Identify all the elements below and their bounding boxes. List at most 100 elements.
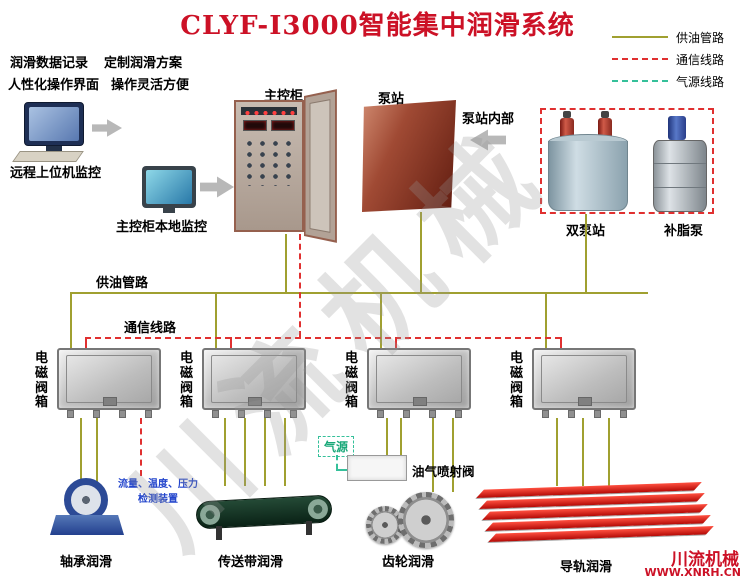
- oil-supply-line: [285, 234, 287, 292]
- conveyor-leg: [306, 521, 312, 535]
- legend-label-comm: 通信线路: [676, 51, 724, 68]
- rail-lube-label: 导轨润滑: [560, 556, 612, 575]
- air-line: [336, 469, 347, 471]
- comm-line: [85, 337, 87, 348]
- main-cabinet-icon: [234, 100, 304, 232]
- oil-supply-line: [400, 418, 402, 455]
- legend-row-air: 气源线路: [612, 70, 724, 92]
- cabinet-display: [243, 120, 267, 131]
- local-monitor-icon: [142, 166, 196, 208]
- feature-friendly-ui: 人性化操作界面: [8, 74, 99, 93]
- local-monitor-stand: [163, 208, 175, 213]
- oil-supply-line: [585, 214, 587, 292]
- feature-row-2: 人性化操作界面 操作灵活方便: [8, 74, 189, 93]
- arrow-right-icon: [92, 118, 122, 138]
- local-monitor-label: 主控柜本地监控: [116, 216, 207, 235]
- feature-data-record: 润滑数据记录: [10, 52, 88, 71]
- solenoid-valve-box: [532, 348, 636, 410]
- comm-line: [230, 337, 232, 348]
- comm-main-line: [85, 337, 561, 339]
- valve-box-label: 电磁阀箱: [179, 352, 194, 411]
- oil-supply-line: [582, 418, 584, 486]
- detect-device-line1: 流量、温度、压力: [118, 477, 198, 492]
- air-source-label: 气源: [318, 436, 354, 457]
- legend-label-air: 气源线路: [676, 73, 724, 90]
- oil-supply-line: [284, 418, 286, 486]
- grease-pump-label: 补脂泵: [664, 220, 703, 239]
- cabinet-display: [271, 120, 295, 131]
- remote-computer-icon: [24, 102, 84, 146]
- grease-pump-barrel-icon: [653, 140, 707, 212]
- oil-supply-line: [80, 418, 82, 482]
- solenoid-valve-box: [367, 348, 471, 410]
- detect-device-line2: 检测装置: [118, 492, 198, 507]
- cabinet-door-window: [310, 99, 331, 233]
- cabinet-indicator-strip: [241, 107, 297, 115]
- pump-motor-cap: [563, 111, 571, 118]
- bearing-lube-label: 轴承润滑: [60, 551, 112, 570]
- oil-supply-line: [432, 418, 434, 492]
- pump-station-interior-label: 泵站内部: [462, 108, 514, 127]
- air-line: [336, 455, 338, 469]
- oil-supply-line: [545, 292, 547, 348]
- solenoid-valve-box: [57, 348, 161, 410]
- grease-pump-motor-icon: [668, 116, 686, 140]
- legend-row-comm: 通信线路: [612, 48, 724, 70]
- conveyor-leg: [216, 526, 222, 540]
- valve-box-feet: [57, 410, 161, 418]
- pump-station-icon: [362, 100, 456, 212]
- legend-label-oil: 供油管路: [676, 29, 724, 46]
- oil-supply-line: [452, 418, 454, 492]
- arrow-right-icon: [200, 175, 234, 199]
- oil-line-sample-icon: [612, 36, 668, 38]
- solenoid-valve-box: [202, 348, 306, 410]
- valve-box-label: 电磁阀箱: [34, 352, 49, 411]
- arrow-left-icon: [470, 128, 506, 152]
- feature-row-1: 润滑数据记录 定制润滑方案: [10, 52, 182, 71]
- comm-line-sample-icon: [612, 58, 668, 60]
- valve-box-feet: [532, 410, 636, 418]
- cabinet-button-grid: [243, 138, 295, 186]
- oil-supply-line: [264, 418, 266, 486]
- oil-supply-line: [608, 418, 610, 486]
- oil-supply-line: [380, 292, 382, 348]
- comm-line: [560, 337, 562, 348]
- dual-pump-tank-icon: [548, 141, 628, 211]
- oil-air-injection-valve-icon: [347, 455, 407, 481]
- gear-icon: [398, 492, 454, 548]
- legend: 供油管路 通信线路 气源线路: [612, 26, 724, 92]
- comm-line: [395, 337, 397, 348]
- feature-flexible-op: 操作灵活方便: [111, 74, 189, 93]
- oil-supply-line: [244, 418, 246, 486]
- comm-line: [299, 234, 301, 337]
- air-line-sample-icon: [612, 80, 668, 82]
- remote-computer-keyboard: [12, 151, 84, 162]
- oil-supply-line: [215, 292, 217, 348]
- belt-lube-label: 传送带润滑: [218, 551, 283, 570]
- oil-supply-line: [70, 292, 72, 348]
- detect-device-label: 流量、温度、压力 检测装置: [118, 477, 198, 507]
- legend-row-oil: 供油管路: [612, 26, 724, 48]
- pump-motor-cap: [601, 111, 609, 118]
- oil-supply-line: [556, 418, 558, 486]
- oil-supply-line: [420, 212, 422, 292]
- valve-box-feet: [202, 410, 306, 418]
- cabinet-open-door: [304, 89, 337, 243]
- injection-valve-label: 油气喷射阀: [412, 461, 475, 480]
- oil-supply-main-line: [70, 292, 648, 294]
- comm-line-label: 通信线路: [124, 317, 176, 336]
- remote-monitor-label: 远程上位机监控: [10, 162, 101, 181]
- remote-computer-screen: [29, 107, 79, 141]
- comm-line: [140, 418, 142, 476]
- gear-lube-label: 齿轮润滑: [382, 551, 434, 570]
- oil-supply-line: [224, 418, 226, 486]
- oil-pipeline-label: 供油管路: [96, 272, 148, 291]
- valve-box-label: 电磁阀箱: [344, 352, 359, 411]
- local-monitor-screen: [146, 170, 192, 204]
- valve-box-feet: [367, 410, 471, 418]
- conveyor-belt-icon: [195, 494, 332, 529]
- valve-box-label: 电磁阀箱: [509, 352, 524, 411]
- oil-supply-line: [96, 418, 98, 482]
- company-website: WWW.XNRH.CN: [644, 566, 741, 579]
